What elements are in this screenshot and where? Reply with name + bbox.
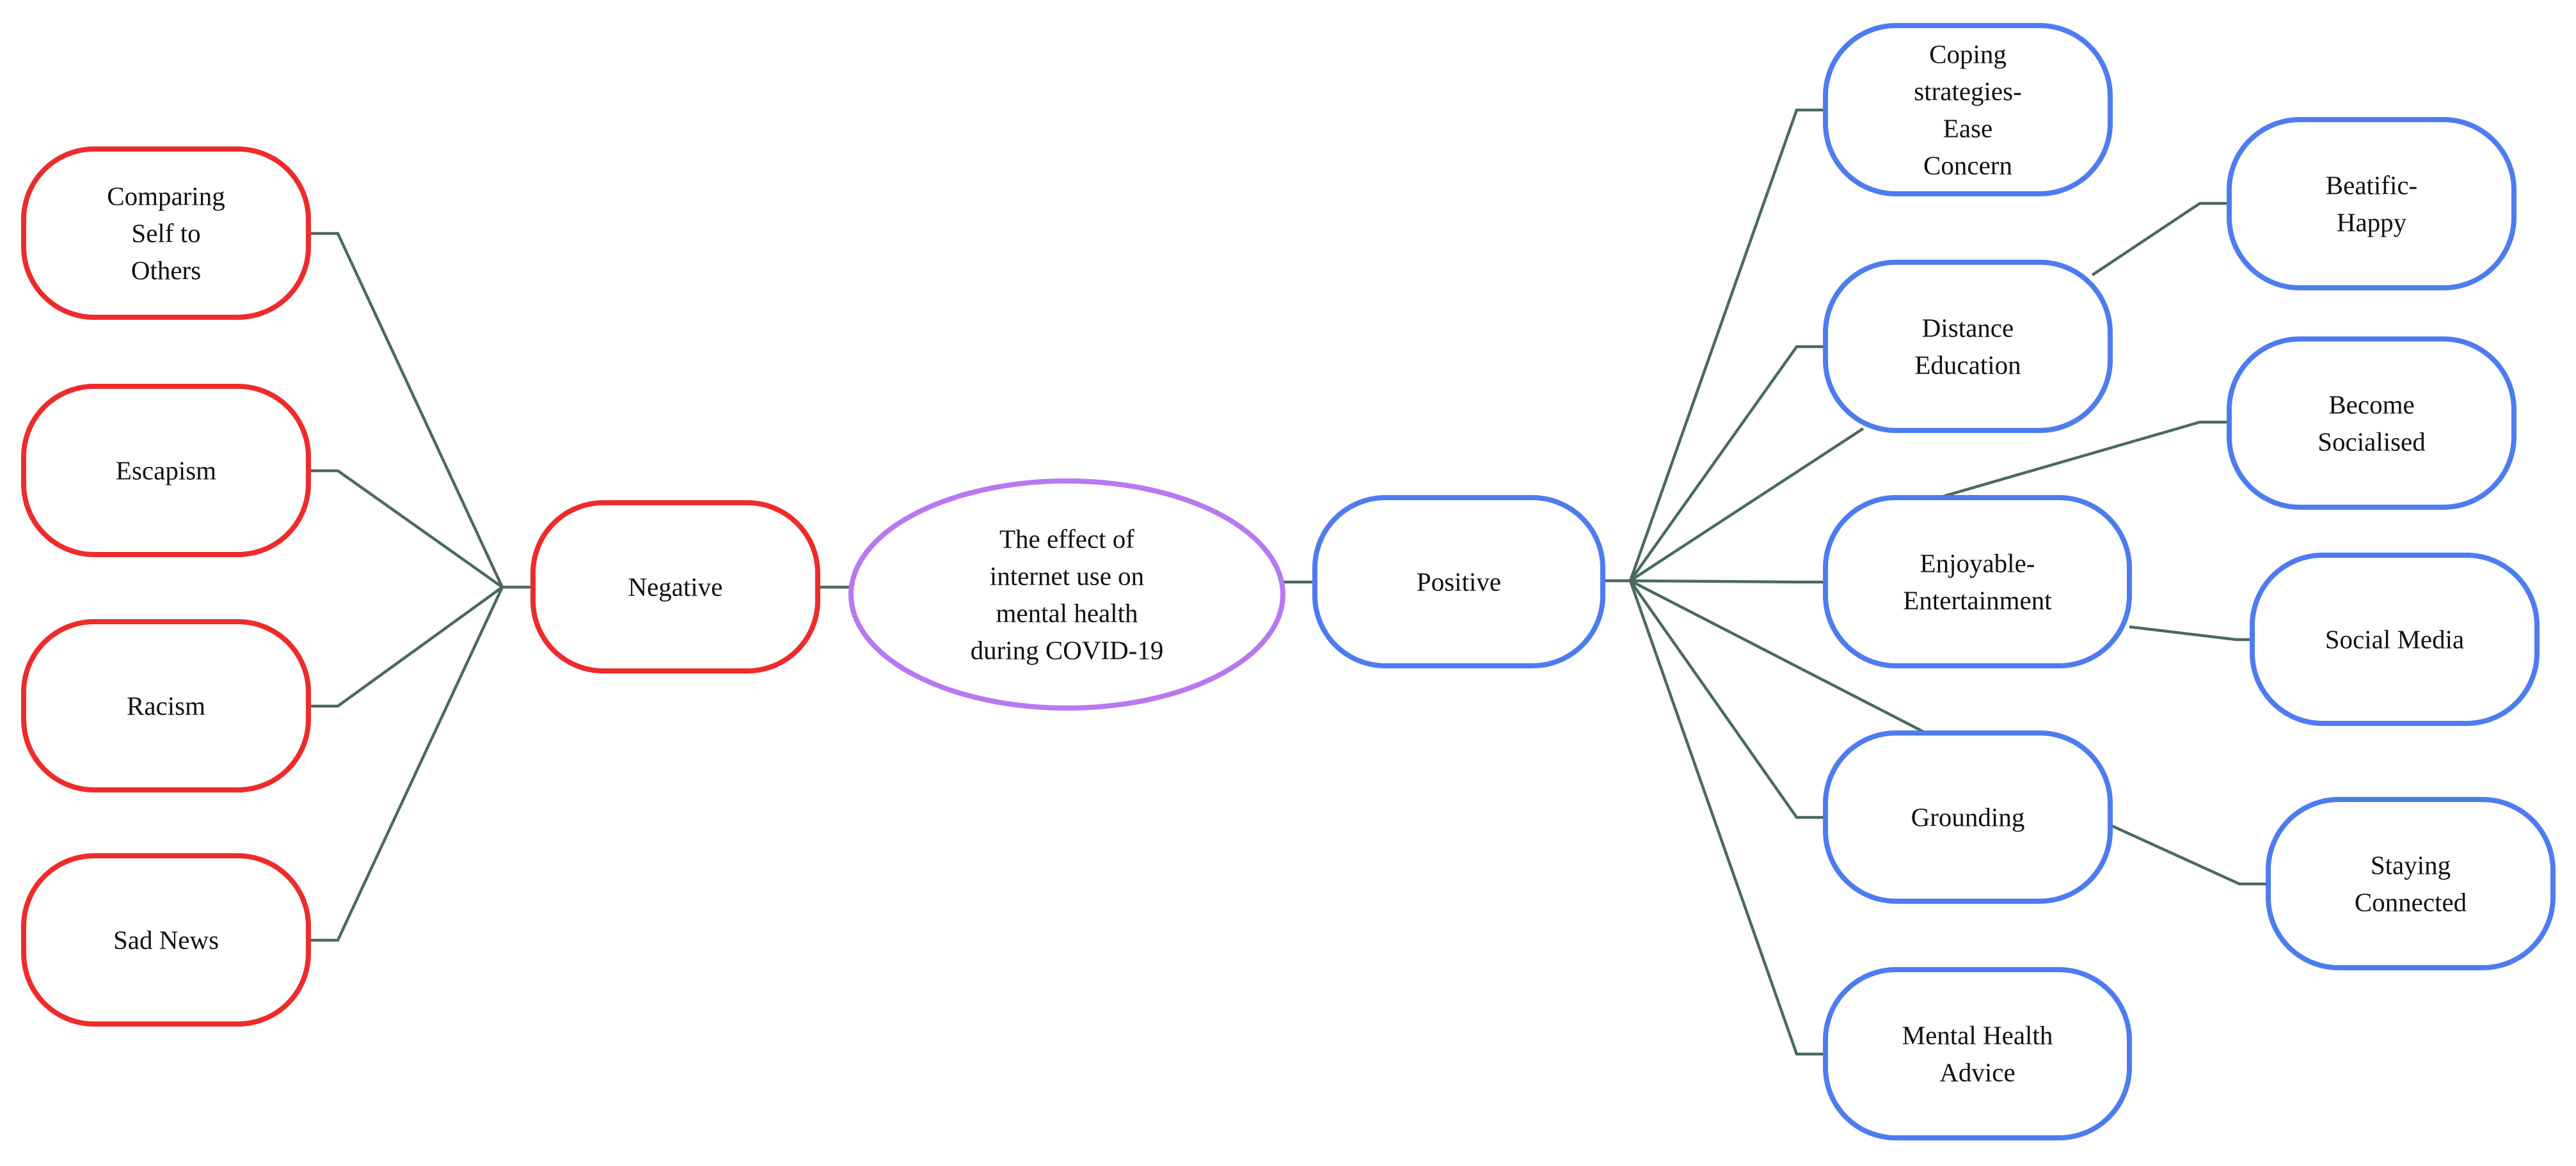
- connector-negative-child: [308, 587, 504, 942]
- negative-child-node-shape: [21, 853, 311, 1027]
- center-topic-node-label-line: during COVID-19: [971, 636, 1164, 665]
- positive-child-node-label-line: Advice: [1939, 1058, 2015, 1087]
- center-topic-node-label-line: The effect of: [999, 524, 1134, 554]
- positive-child-node-label-line: Ease: [1943, 114, 1992, 143]
- positive-child-node-label-line: Entertainment: [1903, 586, 2052, 615]
- positive-subchild-node-label-line: Social Media: [2325, 625, 2464, 654]
- negative-branch-node-label-line: Negative: [628, 572, 723, 602]
- connector-sub-staying-connected: [2110, 823, 2268, 886]
- positive-subchild-node-shape: [2227, 336, 2516, 510]
- center-topic-node-label-line: mental health: [996, 599, 1138, 628]
- positive-child-node-shape: [1823, 730, 2113, 904]
- positive-child-node-shape: [1823, 260, 2113, 433]
- negative-branch-node: Negative: [530, 500, 820, 674]
- negative-child-node: Racism: [21, 619, 311, 792]
- negative-branch-node-shape: [530, 500, 820, 674]
- negative-child-node-shape: [21, 146, 311, 320]
- connector-negative-child: [308, 469, 504, 588]
- positive-child-node-label-line: Distance: [1922, 313, 2014, 343]
- connector-lines: [308, 108, 2268, 1056]
- node-layer: The effect of internet use on mental healt…: [21, 23, 2556, 1140]
- positive-child-node-shape: [1823, 967, 2132, 1140]
- positive-child-node-label-line: Education: [1914, 351, 2021, 380]
- center-topic-node-label-line: internet use on: [990, 562, 1144, 591]
- positive-branch-node-label-line: Positive: [1417, 567, 1501, 597]
- negative-child-node-label-line: Comparing: [107, 182, 225, 211]
- positive-branch-node: Positive: [1312, 495, 1605, 668]
- center-topic-node: The effect of internet use on mental healt…: [848, 478, 1285, 711]
- negative-child-node-label-line: Sad News: [113, 926, 219, 955]
- negative-child-node-label-line: Racism: [127, 691, 205, 721]
- positive-branch-node-shape: [1312, 495, 1605, 668]
- positive-subchild-node-shape: [2250, 553, 2540, 726]
- positive-child-node-label-line: strategies-: [1914, 77, 2021, 106]
- positive-child-node-shape: [1823, 495, 2132, 668]
- positive-subchild-node-label-line: Happy: [2337, 208, 2407, 237]
- positive-child-node-shape: [1823, 23, 2113, 196]
- positive-child-node-label-line: Enjoyable-: [1920, 549, 2035, 578]
- positive-child-node: Grounding: [1823, 730, 2113, 904]
- positive-subchild-node-label-line: Connected: [2355, 888, 2467, 917]
- positive-child-node: Enjoyable- Entertainment: [1823, 495, 2132, 668]
- negative-child-node-label-line: Others: [131, 256, 201, 285]
- positive-subchild-node-label-line: Beatific-: [2326, 171, 2417, 200]
- negative-child-node: Sad News: [21, 853, 311, 1027]
- connector-positive-extra: [1629, 579, 1927, 735]
- positive-subchild-node-label-line: Staying: [2371, 851, 2451, 880]
- connector-sub-socialised: [1938, 420, 2229, 500]
- connector-negative-child: [308, 232, 504, 588]
- connector-positive-child: [1628, 108, 1825, 581]
- negative-child-node: Escapism: [21, 384, 311, 557]
- positive-subchild-node-shape: [2227, 117, 2516, 290]
- positive-subchild-node: Beatific- Happy: [2227, 117, 2516, 290]
- negative-child-node-shape: [21, 619, 311, 792]
- connector-negative-child: [308, 586, 504, 708]
- connector-positive-extra: [1629, 427, 1864, 582]
- connector-sub-social-media: [2129, 625, 2252, 642]
- connector-positive-child: [1628, 580, 1825, 1056]
- connector-positive-child: [1630, 579, 1825, 584]
- negative-child-node-label-line: Self to: [131, 219, 200, 248]
- positive-child-node-label-line: Mental Health: [1902, 1021, 2053, 1050]
- positive-child-node-label-line: Coping: [1929, 40, 2007, 69]
- positive-subchild-node-label-line: Socialised: [2318, 427, 2426, 457]
- connector-positive-child: [1629, 579, 1825, 819]
- connector-positive-child: [1629, 345, 1825, 582]
- positive-child-node-label-line: Grounding: [1911, 803, 2025, 832]
- positive-subchild-node: Social Media: [2250, 553, 2540, 726]
- negative-child-node-label-line: Escapism: [116, 456, 216, 485]
- negative-child-node-shape: [21, 384, 311, 557]
- positive-subchild-node-shape: [2266, 797, 2556, 970]
- connector-sub-beatific: [2091, 201, 2229, 276]
- positive-subchild-node-label-line: Become: [2328, 390, 2414, 420]
- center-topic-node-shape: [848, 478, 1285, 711]
- positive-child-node-label-line: Concern: [1923, 151, 2012, 180]
